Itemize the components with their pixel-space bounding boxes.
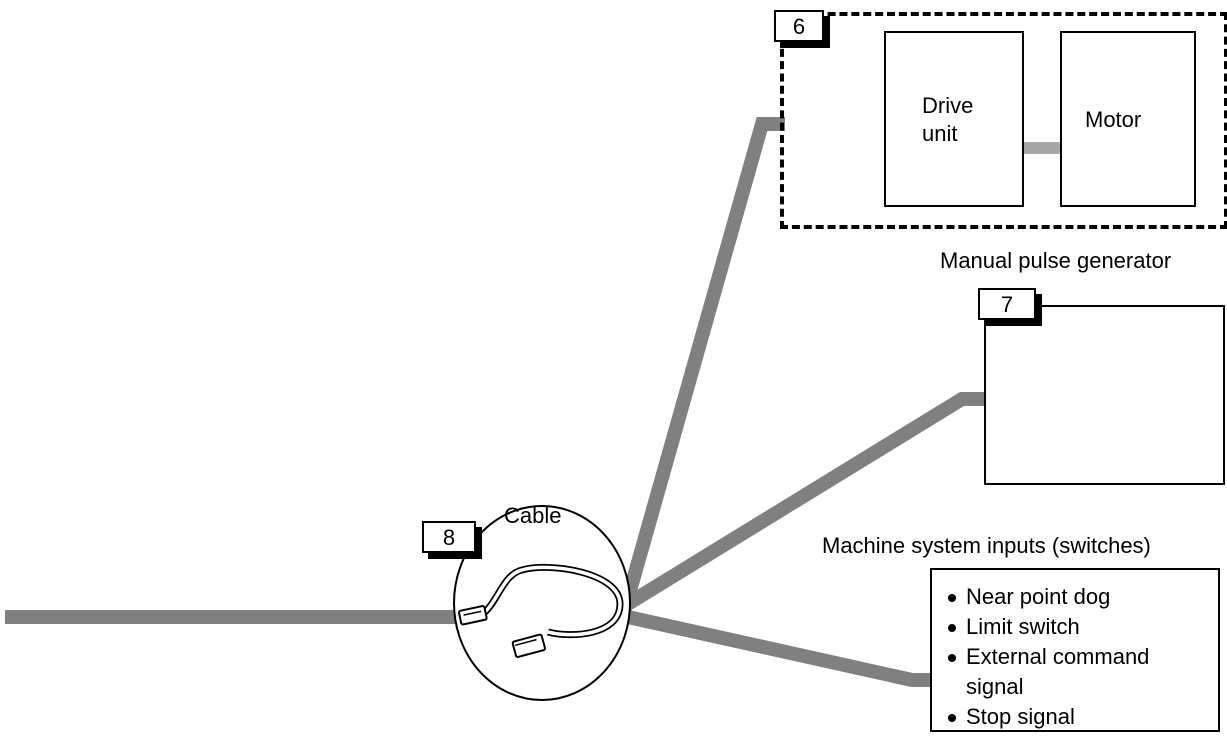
- machine-input-label: Stop signal: [966, 704, 1075, 729]
- bullet-icon: [948, 624, 956, 632]
- drive-unit-label: Drive unit: [922, 92, 973, 148]
- machine-input-item: Limit switch: [946, 612, 1206, 642]
- tag-6: 6: [774, 10, 824, 42]
- machine-inputs-title: Machine system inputs (switches): [822, 533, 1151, 558]
- tag-7: 7: [978, 288, 1036, 320]
- bullet-icon: [948, 654, 956, 662]
- drive-unit-label-line2: unit: [922, 121, 958, 146]
- wire-to-drive-unit: [617, 117, 785, 614]
- wire-to-manual-pulse-generator: [622, 392, 984, 611]
- manual-pulse-generator-title: Manual pulse generator: [940, 248, 1172, 273]
- motor-label: Motor: [1085, 107, 1142, 132]
- bullet-icon: [948, 714, 956, 722]
- machine-input-item: Near point dog: [946, 582, 1206, 612]
- machine-inputs-box: Near point dog Limit switch External com…: [930, 568, 1220, 732]
- drive-unit-label-line1: Drive: [922, 93, 974, 118]
- manual-pulse-generator-box: [984, 305, 1225, 485]
- drive-unit-box: Drive unit: [884, 31, 1024, 207]
- machine-input-label: Limit switch: [966, 614, 1080, 639]
- machine-input-label: External command signal: [966, 644, 1150, 699]
- cable-title: Cable: [504, 503, 562, 528]
- cable-icon: [453, 505, 631, 701]
- wire-to-machine-inputs: [626, 610, 930, 687]
- machine-input-item: External command signal: [946, 642, 1206, 702]
- drive-unit-group: [780, 12, 1227, 229]
- bullet-icon: [948, 594, 956, 602]
- machine-input-item: Stop signal: [946, 702, 1206, 732]
- machine-input-label: Near point dog: [966, 584, 1111, 609]
- motor-box: Motor: [1060, 31, 1196, 207]
- tag-8: 8: [422, 521, 476, 553]
- machine-inputs-list: Near point dog Limit switch External com…: [946, 582, 1206, 732]
